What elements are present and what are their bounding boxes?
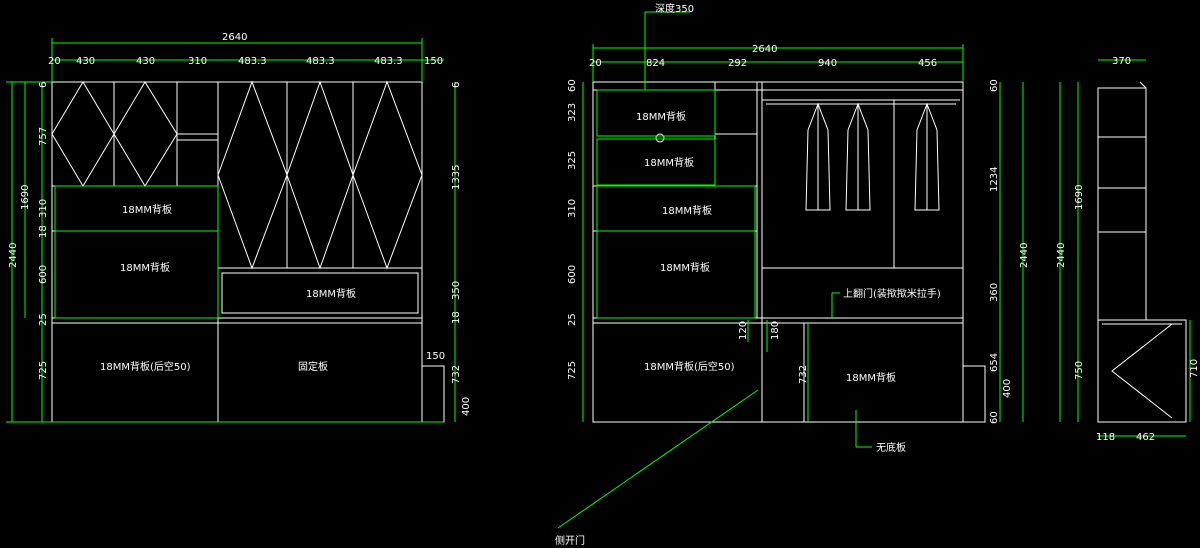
dim-left: 6: [38, 82, 49, 88]
dim-overall-width: 2640: [752, 44, 777, 55]
dim-left: 600: [38, 265, 49, 284]
panel-label: 18MM背板: [846, 371, 896, 384]
panel-label: 18MM背板: [636, 110, 686, 123]
left-elevation-outline: [51, 80, 445, 423]
flap-door-label: 上翻门(装揿揿米拉手): [843, 287, 941, 300]
dim-right: 710: [1189, 359, 1200, 378]
dim-top: 430: [76, 56, 95, 67]
dim-bottom: 462: [1136, 432, 1155, 443]
side-view-outline: [1097, 81, 1187, 423]
panel-label: 18MM背板(后空50): [100, 360, 191, 373]
dim-overall-right: 2440: [1019, 243, 1030, 268]
dim-top: 150: [424, 56, 443, 67]
panel-label: 18MM背板(后空50): [644, 360, 735, 373]
dim-left: 757: [38, 127, 49, 146]
panel-label: 18MM背板: [306, 287, 356, 300]
dim-left-sub: 1690: [1074, 185, 1085, 210]
dim-right: 1234: [989, 167, 1000, 192]
dim-right: 150: [426, 351, 445, 362]
dim-right: 6: [451, 82, 462, 88]
middle-elevation-labels: 18MM背板 18MM背板 18MM背板 18MM背板 18MM背板(后空50)…: [555, 110, 941, 547]
dim-bottom: 118: [1096, 432, 1115, 443]
dim-left: 323: [567, 103, 578, 122]
dim-left: 18: [38, 225, 49, 238]
dim-left-overall: 2440: [8, 243, 19, 268]
left-elevation-dims: 2640 20 430 430 310 483.3 483.3 483.3 15…: [8, 32, 472, 416]
depth-note: 深度350: [655, 2, 694, 15]
dim-top: 20: [589, 58, 602, 69]
dim-left-lower: 750: [1074, 361, 1085, 380]
dim-right: 654: [989, 353, 1000, 372]
dim-top: 456: [918, 58, 937, 69]
dim-left: 60: [567, 79, 578, 92]
dim-left: 725: [38, 361, 49, 380]
dim-right: 732: [451, 365, 462, 384]
dim-right: 60: [989, 411, 1000, 424]
dim-top: 824: [646, 58, 665, 69]
dim-top: 310: [188, 56, 207, 67]
dim-right: 360: [989, 283, 1000, 302]
dim-left: 725: [567, 361, 578, 380]
dim-left: 25: [567, 313, 578, 326]
dim-left: 310: [38, 199, 49, 218]
middle-elevation-dims: 深度350 2640 20 824 292 940 456 60 323 325…: [567, 2, 1030, 424]
dim-left: 325: [567, 151, 578, 170]
dim-inner: 180: [770, 321, 781, 340]
hanging-coat-icons: [805, 102, 940, 211]
dim-right: 400: [461, 397, 472, 416]
panel-label: 18MM背板: [644, 156, 694, 169]
dim-top: 483.3: [374, 56, 403, 67]
left-elevation-labels: 18MM背板 18MM背板 18MM背板 18MM背板(后空50) 固定板: [100, 203, 356, 373]
panel-label: 18MM背板: [662, 204, 712, 217]
dim-top: 20: [48, 56, 61, 67]
dim-top: 430: [136, 56, 155, 67]
dim-inner: 732: [798, 365, 809, 384]
dim-right: 400: [1002, 379, 1013, 398]
panel-label: 18MM背板: [660, 261, 710, 274]
dim-overall-width: 2640: [222, 32, 247, 43]
dim-top: 292: [728, 58, 747, 69]
side-view-dims: 370 2440 1690 750 710 118 462: [1056, 56, 1200, 443]
dim-top-width: 370: [1112, 56, 1131, 67]
dim-right: 60: [989, 79, 1000, 92]
dim-right: 350: [451, 281, 462, 300]
dimension-lines: [6, 11, 1191, 529]
dim-left: 600: [567, 265, 578, 284]
panel-label: 18MM背板: [120, 261, 170, 274]
panel-label: 固定板: [298, 360, 328, 373]
dim-right: 1335: [451, 165, 462, 190]
dim-top: 483.3: [238, 56, 267, 67]
dim-top: 940: [818, 58, 837, 69]
dim-left: 310: [567, 199, 578, 218]
dim-left: 25: [38, 313, 49, 326]
side-door-label: 侧开门: [555, 534, 585, 547]
dim-left-sub: 1690: [20, 185, 31, 210]
dim-left-overall: 2440: [1056, 243, 1067, 268]
dim-top: 483.3: [306, 56, 335, 67]
dim-inner: 120: [738, 321, 749, 340]
panel-label: 18MM背板: [122, 203, 172, 216]
no-bottom-label: 无底板: [876, 441, 906, 454]
dim-right: 18: [451, 311, 462, 324]
